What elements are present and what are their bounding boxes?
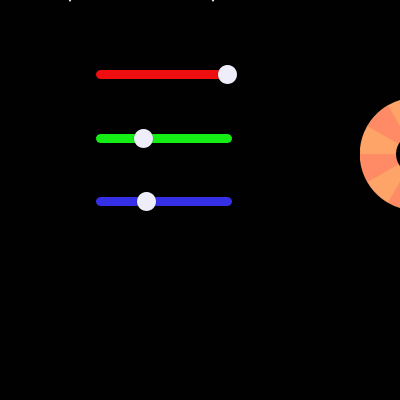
green-slider-track[interactable]: [96, 134, 232, 143]
red-slider-track[interactable]: [96, 70, 232, 79]
color-wheel-icon[interactable]: [360, 98, 400, 210]
blue-slider-track[interactable]: [96, 197, 232, 206]
color-wheel-segment[interactable]: [387, 98, 400, 137]
blue-slider-thumb[interactable]: [137, 192, 156, 211]
blue-slider[interactable]: [96, 191, 232, 211]
red-slider[interactable]: [96, 64, 237, 84]
green-slider[interactable]: [96, 128, 232, 148]
triangle-down-icon: [208, 0, 218, 2]
triangle-down-icon: [65, 0, 75, 2]
green-slider-thumb[interactable]: [134, 129, 153, 148]
red-slider-thumb[interactable]: [218, 65, 237, 84]
